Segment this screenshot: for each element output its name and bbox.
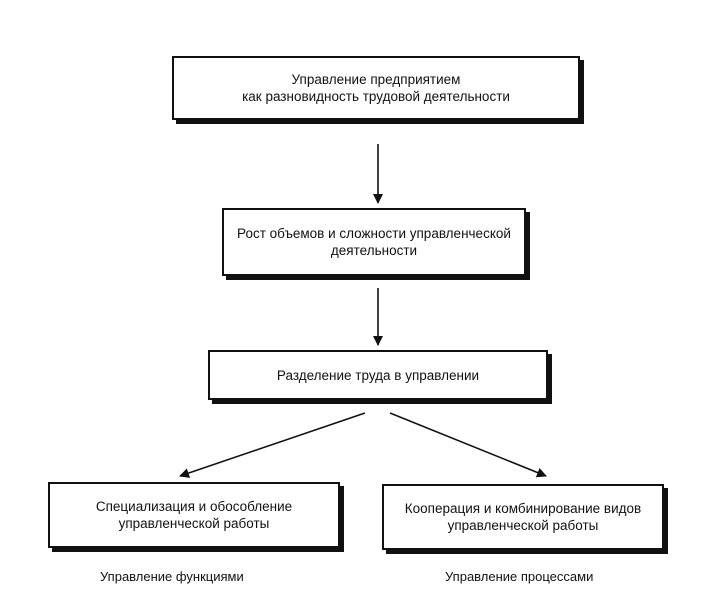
box-growth-of-management-text: Рост объемов и сложности управленческой … (237, 225, 511, 259)
box-cooperation-line2: управленческой работы (447, 518, 599, 533)
caption-function-management: Управление функциями (100, 569, 244, 584)
box-cooperation-line1: Кооперация и комбинирование видов (404, 501, 642, 516)
box-enterprise-management: Управление предприятием как разновидност… (172, 56, 580, 120)
box-division-of-labor: Разделение труда в управлении (208, 350, 548, 400)
box-enterprise-management-text: Управление предприятием как разновидност… (242, 71, 510, 105)
box-growth-of-management-line2: деятельности (330, 243, 418, 258)
box-cooperation-text: Кооперация и комбинирование видов управл… (405, 500, 641, 534)
box-division-of-labor-line1: Разделение труда в управлении (276, 367, 480, 383)
box-specialization-text: Специализация и обособление управленческ… (96, 498, 292, 532)
box-enterprise-management-line2: как разновидность трудовой деятельности (242, 89, 510, 104)
box-specialization: Специализация и обособление управленческ… (48, 482, 340, 548)
box-cooperation: Кооперация и комбинирование видов управл… (382, 484, 664, 550)
box-specialization-line2: управленческой работы (118, 516, 270, 531)
box-enterprise-management-line1: Управление предприятием (291, 72, 461, 87)
arrow-division-to-cooperation (389, 412, 547, 478)
box-specialization-line1: Специализация и обособление (95, 499, 293, 514)
box-growth-of-management-line1: Рост объемов и сложности управленческой (237, 226, 511, 241)
box-growth-of-management: Рост объемов и сложности управленческой … (222, 208, 526, 276)
caption-process-management: Управление процессами (445, 569, 594, 584)
arrow-division-to-specialization (179, 412, 366, 478)
